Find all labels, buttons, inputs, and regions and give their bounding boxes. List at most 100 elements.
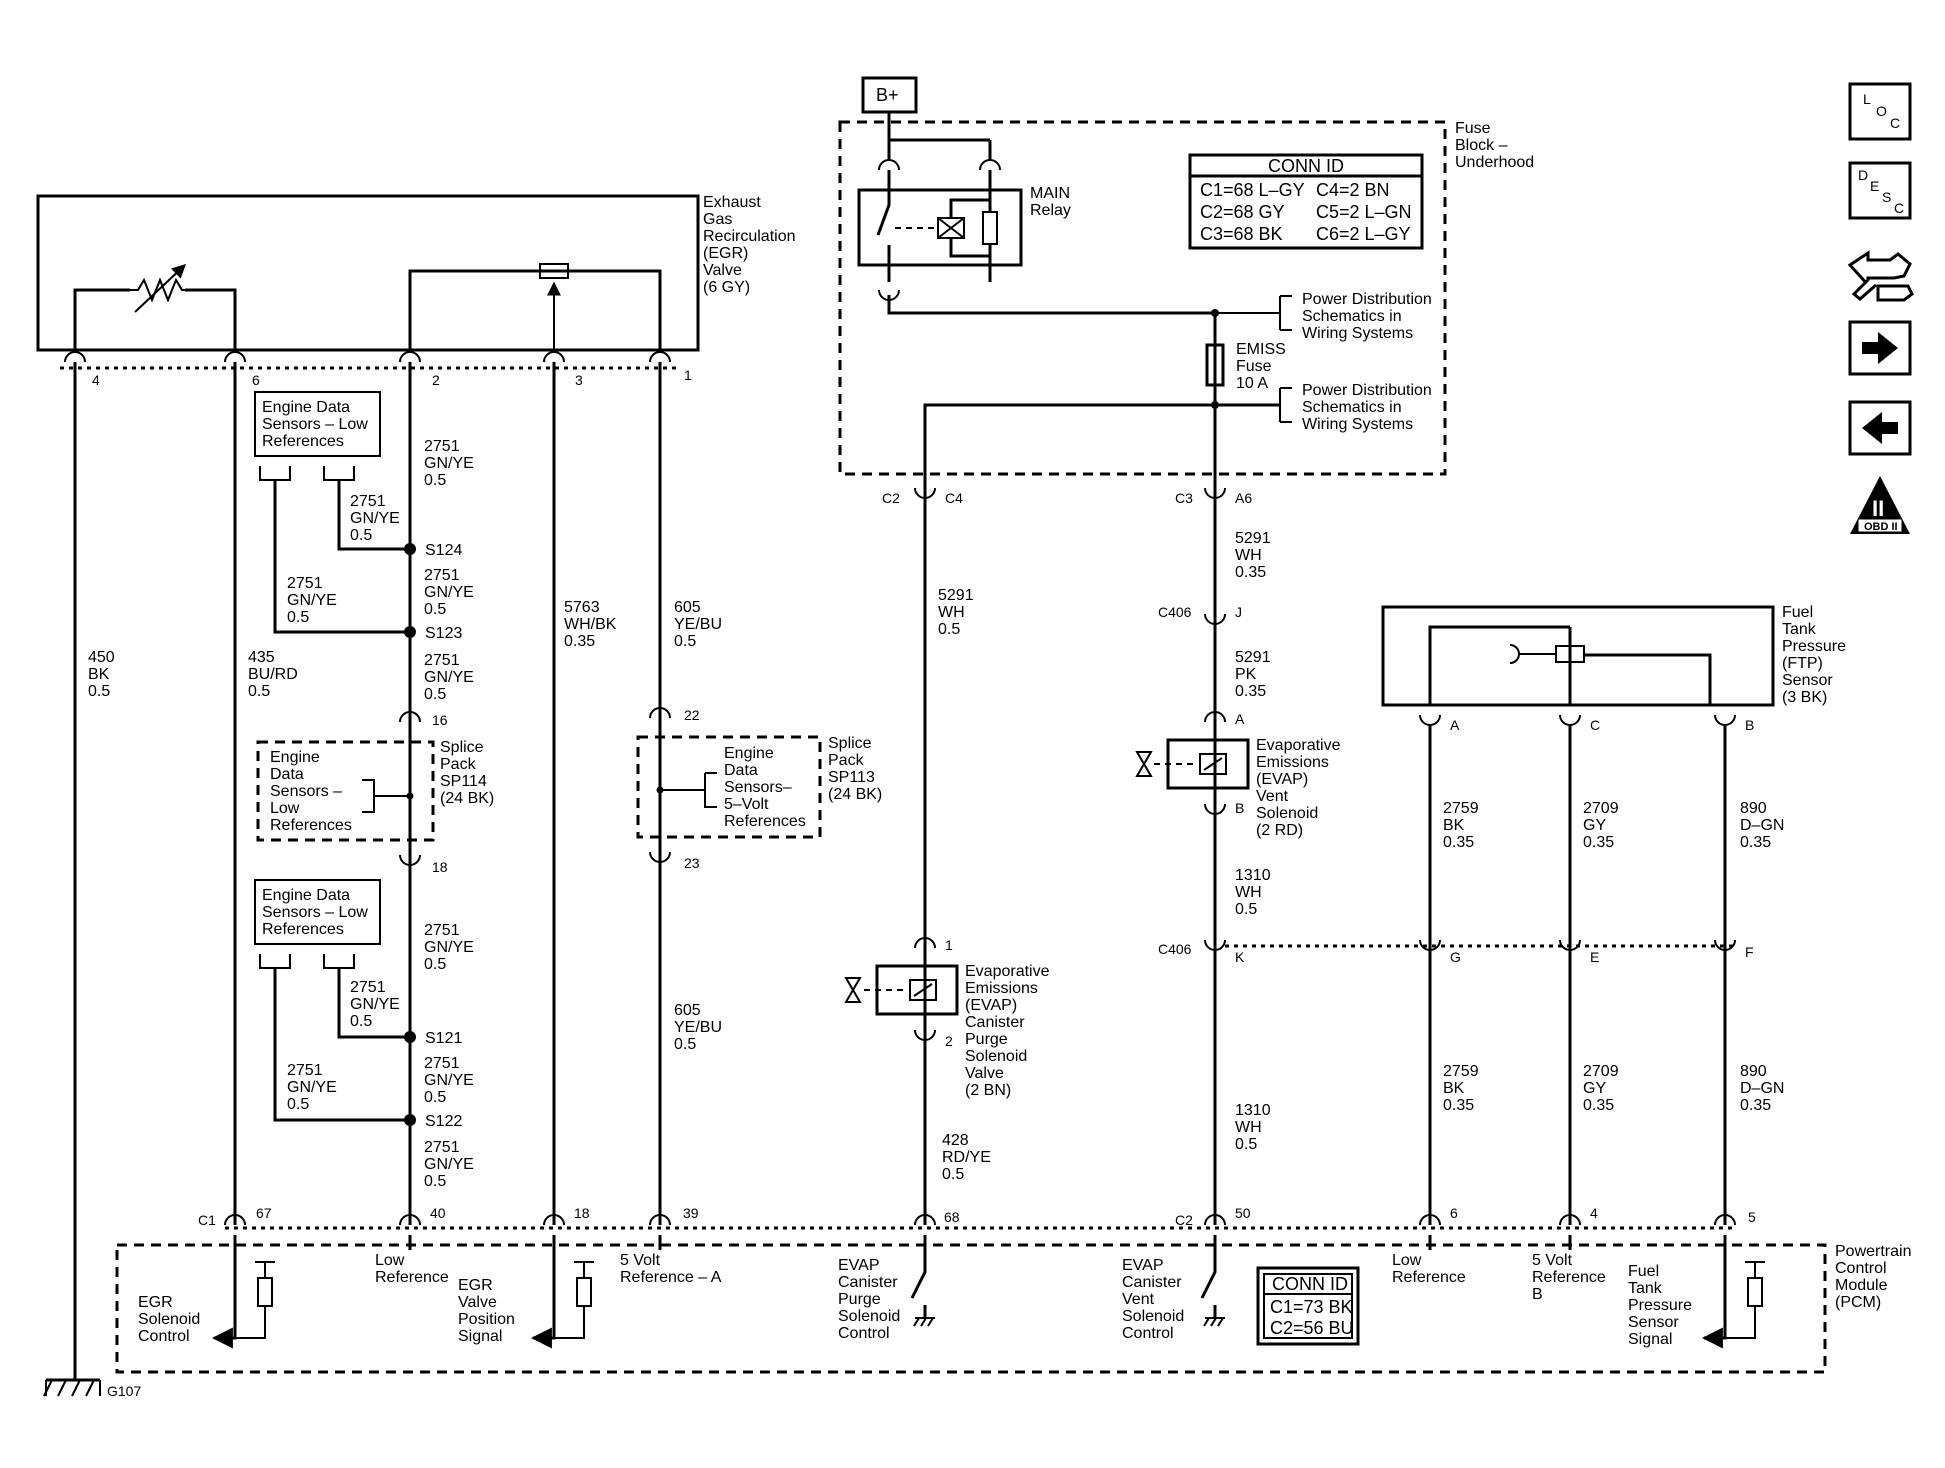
pcm-pin-18: 18	[574, 1205, 590, 1221]
egr-pin-4: 4	[92, 372, 100, 388]
svg-text:C2=56 BU: C2=56 BU	[1270, 1318, 1354, 1338]
pin-g: G	[1450, 949, 1461, 965]
pin-c4: C4	[945, 490, 963, 506]
obd-button[interactable]: II OBD II	[1850, 476, 1910, 534]
svg-text:18: 18	[432, 859, 448, 875]
pcm-low-reference-2-label: Low Reference	[1392, 1252, 1466, 1286]
pcm-purge-switch	[910, 1235, 935, 1327]
arrow-left-icon	[1862, 412, 1898, 444]
engine-data-low-ref-upper: Engine Data Sensors – Low References	[254, 391, 410, 634]
pcm-purge-control-label: EVAP Canister Purge Solenoid Control	[838, 1257, 905, 1342]
pcm-vent-switch	[1200, 1235, 1225, 1327]
egr-connector-pins	[64, 351, 671, 363]
svg-text:A: A	[1450, 717, 1460, 733]
pin-c406-lower: C406	[1158, 941, 1192, 957]
diagnosis-button[interactable]	[1847, 250, 1914, 302]
wire-5291-purge-label: 5291 WH 0.5	[938, 587, 978, 638]
splice-s123	[404, 626, 416, 638]
pcm-pin-5: 5	[1748, 1209, 1756, 1225]
svg-text:O: O	[1876, 103, 1887, 119]
splice-s121-label: S121	[425, 1030, 462, 1047]
evap-vent-solenoid: A B Evaporative Emissions (EVAP) Vent So…	[1135, 711, 1341, 839]
pcm-ftp-signal-label: Fuel Tank Pressure Sensor Signal	[1628, 1263, 1696, 1348]
svg-text:C1=68 L–GY: C1=68 L–GY	[1200, 180, 1305, 200]
splice-pack-sp114: 16 Engine Data Sensors – Low References …	[256, 711, 494, 875]
egr-valve: Exhaust Gas Recirculation (EGR) Valve (6…	[36, 194, 800, 352]
wire-2751-h: 2751 GN/YE 0.5	[424, 1055, 478, 1106]
evap-purge-solenoid: 1 2 Evaporative Emissions (EVAP) Caniste…	[844, 937, 1054, 1099]
pcm-pin-c2: C2	[1175, 1212, 1193, 1228]
emiss-fuse	[1205, 343, 1225, 387]
svg-text:A: A	[1235, 711, 1245, 727]
wire-2751-j: 2751 GN/YE 0.5	[424, 1139, 478, 1190]
svg-text:Engine Data Sensor: Engine Data Sensors– 5–Volt References	[724, 745, 806, 830]
svg-text:OBD II: OBD II	[1864, 521, 1898, 533]
pcm-vent-control-label: EVAP Canister Vent Solenoid Control	[1122, 1257, 1189, 1342]
egr-solenoid-coil	[130, 277, 187, 303]
svg-text:Powertrain Control: Powertrain Control Module (PCM)	[1835, 1243, 1916, 1311]
tool-hand-icon	[1847, 250, 1914, 302]
pcm-egr-position-signal-label: EGR Valve Position Signal	[458, 1277, 519, 1345]
conn-id-pcm: CONN ID C1=73 BK C2=56 BU	[1256, 1266, 1360, 1346]
pin-e: E	[1590, 949, 1599, 965]
egr-pin-6: 6	[252, 372, 260, 388]
pin-c3: C3	[1175, 490, 1193, 506]
egr-pin-1: 1	[684, 367, 692, 383]
powertrain-control-module: Powertrain Control Module (PCM)	[115, 1243, 1916, 1374]
wire-1310-upper-label: 1310 WH 0.5	[1235, 867, 1275, 918]
engine-data-low-ref-lower: Engine Data Sensors – Low References	[254, 879, 410, 1122]
svg-text:2: 2	[945, 1033, 953, 1049]
svg-text:G107: G107	[107, 1383, 141, 1399]
svg-text:B: B	[1745, 717, 1754, 733]
svg-text:Fuel Tank Pressure: Fuel Tank Pressure (FTP) Sensor (3 BK)	[1782, 604, 1850, 706]
svg-text:16: 16	[432, 712, 448, 728]
wire-2751-e: 2751 GN/YE 0.5	[424, 652, 478, 703]
conn-id-fuse-block: CONN ID C1=68 L–GY C4=2 BN C2=68 GY C5=2…	[1188, 153, 1424, 250]
egr-valve-label: Exhaust Gas Recirculation (EGR) Valve (6…	[703, 194, 800, 296]
pcm-pin-40: 40	[430, 1205, 446, 1221]
ftp-sensor: Fuel Tank Pressure (FTP) Sensor (3 BK) A…	[1381, 604, 1850, 733]
wire-5291-pk-label: 5291 PK 0.35	[1235, 649, 1275, 700]
svg-text:B+: B+	[876, 85, 899, 105]
next-button[interactable]	[1848, 320, 1912, 376]
svg-text:C: C	[1890, 115, 1900, 131]
wire-1310-lower-label: 1310 WH 0.5	[1235, 1102, 1275, 1153]
wire-2751-c: 2751 GN/YE 0.5	[424, 567, 478, 618]
svg-text:B: B	[1235, 800, 1244, 816]
back-button[interactable]	[1848, 400, 1912, 456]
wire-5291-wh-label: 5291 WH 0.35	[1235, 530, 1275, 581]
svg-text:C4=2 BN: C4=2 BN	[1316, 180, 1390, 200]
wire-2759-upper-label: 2759 BK 0.35	[1443, 800, 1483, 851]
desc-button[interactable]: D E S C	[1848, 161, 1912, 220]
wire-890-upper-label: 890 D–GN 0.35	[1740, 800, 1789, 851]
pin-c2: C2	[882, 490, 900, 506]
svg-text:L: L	[1863, 91, 1871, 107]
pcm-pin-68: 68	[944, 1209, 960, 1225]
svg-text:Evaporative Emissions: Evaporative Emissions (EVAP) Canister Pu…	[965, 963, 1054, 1099]
power-distribution-ref-1: Power Distribution Schematics in Wiring …	[1302, 291, 1436, 342]
svg-text:Fuse Block – Under: Fuse Block – Underhood	[1455, 120, 1534, 171]
emiss-fuse-label: EMISS Fuse 10 A	[1236, 341, 1290, 392]
pcm-pin-67: 67	[256, 1205, 272, 1221]
svg-text:E: E	[1870, 178, 1879, 194]
pcm-low-reference-1-label: Low Reference	[375, 1252, 449, 1286]
svg-text:CONN ID: CONN ID	[1268, 156, 1344, 176]
wire-2751-b: 2751 GN/YE 0.5	[350, 493, 404, 544]
wire-5763-label: 5763 WH/BK 0.35	[564, 599, 621, 650]
svg-text:Splice Pack SP113: Splice Pack SP113 (24 BK)	[828, 735, 882, 803]
wire-605-upper-label: 605 YE/BU 0.5	[674, 599, 726, 650]
pin-f: F	[1745, 944, 1754, 960]
splice-s124	[404, 543, 416, 555]
svg-text:MAIN Relay: MAIN Relay	[1030, 185, 1074, 219]
egr-position-sensor-element	[539, 263, 569, 279]
wire-435-label: 435 BU/RD 0.5	[248, 649, 302, 700]
pcm-pin-c1: C1	[198, 1212, 216, 1228]
pcm-egr-driver	[211, 1235, 275, 1349]
loc-icon: L O C	[1863, 91, 1900, 131]
pcm-egr-solenoid-control-label: EGR Solenoid Control	[138, 1294, 205, 1345]
splice-s122-label: S122	[425, 1113, 462, 1130]
loc-button[interactable]: L O C	[1848, 82, 1912, 141]
svg-text:C: C	[1590, 717, 1600, 733]
svg-text:Engine Data Sensor: Engine Data Sensors – Low References	[270, 749, 352, 834]
